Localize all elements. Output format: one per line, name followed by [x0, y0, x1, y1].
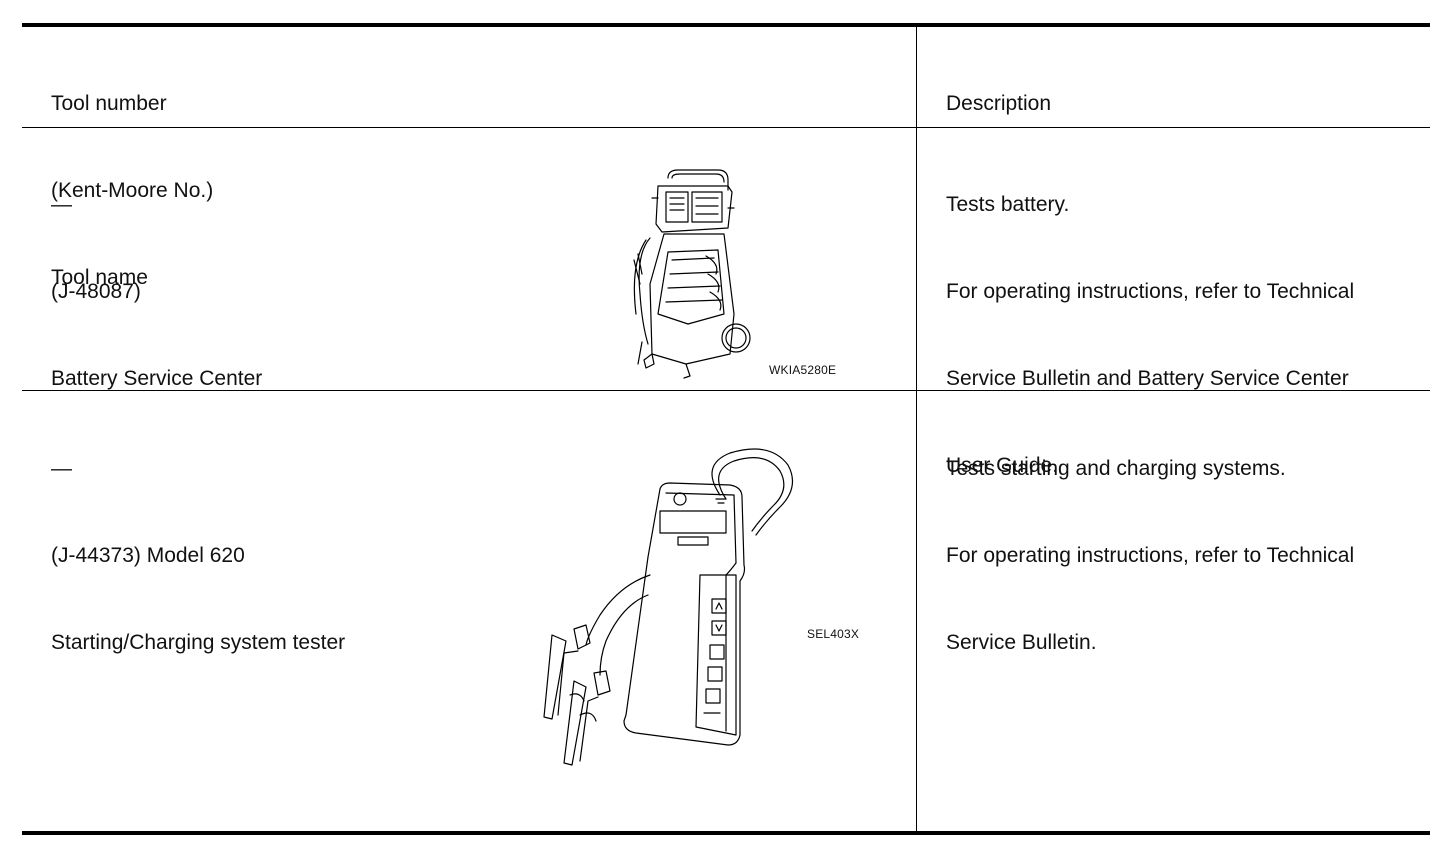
- header-tool-cell: Tool number (Kent-Moore No.) Tool name: [51, 31, 213, 321]
- row1-description-line: User Guide.: [946, 454, 1059, 477]
- figure-label-wkia5280e: WKIA5280E: [769, 363, 837, 377]
- column-divider: [916, 26, 917, 834]
- header-divider: [22, 127, 1430, 128]
- row2-description-cell: Tests starting and charging systems. For…: [946, 396, 1354, 686]
- battery-service-center-illustration: [628, 164, 756, 382]
- header-tool-number: Tool number: [51, 92, 167, 115]
- row1-tool-number: —: [51, 193, 72, 216]
- header-tool-name: Tool name: [51, 266, 148, 289]
- header-description-cell: Description: [946, 31, 1051, 147]
- header-description: Description: [946, 92, 1052, 115]
- row1-tool-name: Battery Service Center: [51, 367, 263, 390]
- row2-description-line: For operating instructions, refer to Tec…: [946, 544, 1355, 567]
- row1-description-line: Tests battery.: [946, 193, 1070, 216]
- header-kent-moore: (Kent-Moore No.): [51, 179, 214, 202]
- row2-description-line: Service Bulletin.: [946, 631, 1097, 654]
- row2-tool-name: Starting/Charging system tester: [51, 631, 346, 654]
- row2-tool-number: —: [51, 457, 72, 480]
- row1-tool-cell: — (J-48087) Battery Service Center: [51, 132, 262, 422]
- row1-kent-moore: (J-48087): [51, 280, 141, 303]
- row-divider: [22, 390, 1430, 391]
- table-bottom-rule: [22, 831, 1430, 835]
- row2-description-line: Tests starting and charging systems.: [946, 457, 1286, 480]
- row2-tool-cell: — (J-44373) Model 620 Starting/Charging …: [51, 396, 345, 686]
- table-top-rule: [22, 23, 1430, 27]
- system-tester-illustration: [530, 445, 800, 770]
- row1-description-line: For operating instructions, refer to Tec…: [946, 280, 1355, 303]
- row1-description-cell: Tests battery. For operating instruction…: [946, 132, 1354, 509]
- row2-kent-moore: (J-44373) Model 620: [51, 544, 245, 567]
- row1-description-line: Service Bulletin and Battery Service Cen…: [946, 367, 1349, 390]
- figure-label-sel403x: SEL403X: [807, 627, 860, 641]
